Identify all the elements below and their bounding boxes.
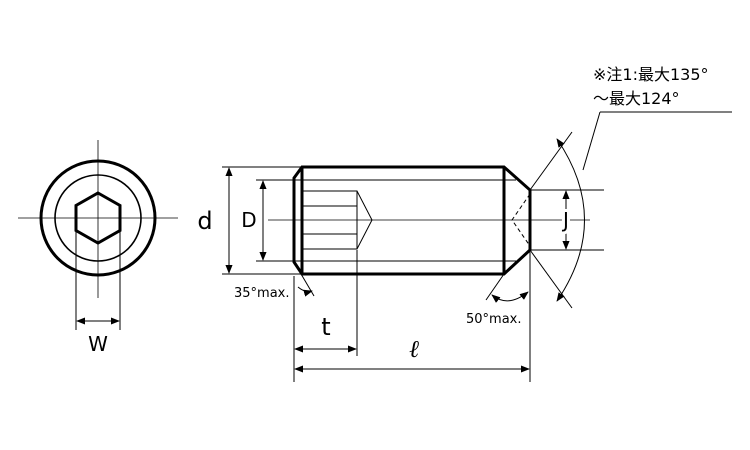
- t-label: t: [321, 313, 330, 341]
- w-label: W: [88, 332, 108, 356]
- angle-35-label: 35°max.: [234, 286, 290, 301]
- note-line-1: ※注1:最大135°: [593, 65, 709, 84]
- D-label: D: [241, 208, 256, 232]
- note-leader-diagonal: [582, 111, 601, 171]
- J-label: J: [561, 208, 569, 232]
- hex-socket-icon: [74, 191, 122, 245]
- l-label: ℓ: [409, 335, 419, 363]
- chamfer-35-arc: [297, 286, 313, 297]
- point-50-arc: [491, 291, 529, 303]
- point-50-line: [485, 273, 505, 301]
- end-view: W: [18, 140, 178, 356]
- cone-angle-line-top: [529, 131, 573, 191]
- note-line-2: ～最大124°: [593, 89, 680, 108]
- cone-angle-arc: [556, 138, 585, 302]
- side-view: d D J ※注1:最大135° ～最大124° 35°max. 50°max.…: [197, 65, 732, 382]
- end-view-inner-circle: [54, 174, 142, 262]
- angle-50-label: 50°max.: [466, 312, 522, 327]
- cone-angle-line-bottom: [529, 249, 573, 309]
- cone-tip-dashed: [511, 193, 531, 247]
- screw-body-outline: [292, 165, 532, 276]
- hex-socket-outline: [302, 190, 373, 250]
- end-view-outer-circle: [39, 159, 157, 277]
- d-label: d: [197, 207, 212, 235]
